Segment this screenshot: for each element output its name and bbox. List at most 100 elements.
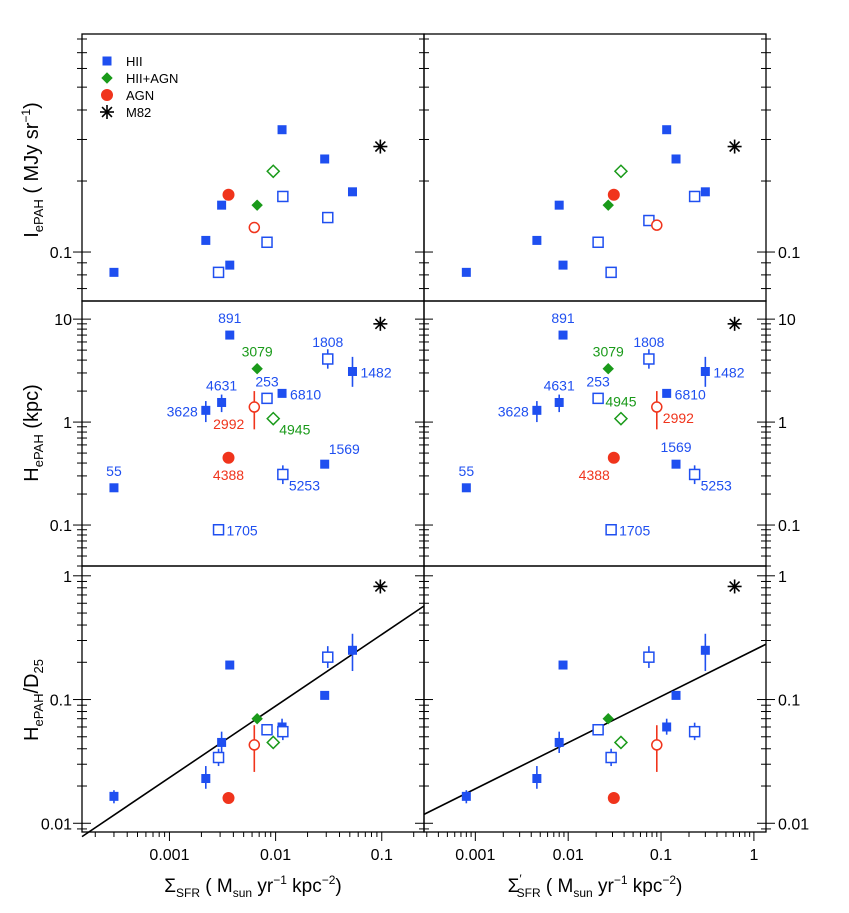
data-point bbox=[607, 792, 620, 805]
galaxy-label: 1808 bbox=[312, 334, 343, 350]
data-point bbox=[592, 392, 604, 405]
y-tick-label: 1 bbox=[778, 415, 787, 432]
legend-label: HII bbox=[126, 54, 143, 69]
data-point bbox=[251, 362, 263, 375]
x-label-left: ΣSFR ( Msun yr−1 kpc−2) bbox=[164, 873, 342, 900]
data-point bbox=[651, 401, 663, 413]
galaxy-label: 1705 bbox=[619, 523, 650, 539]
panel-bottom-right bbox=[423, 579, 767, 816]
panels: 0.1 0.1 1 10 0.001 0.01 0.1 0.01 0.1 1 0.001 0.01 0.… bbox=[41, 33, 809, 864]
x-tick-label: 0.1 bbox=[650, 847, 672, 864]
y-tick-label: 0.1 bbox=[778, 693, 800, 710]
data-point bbox=[347, 645, 357, 655]
x-tick-label: 0.01 bbox=[260, 847, 291, 864]
data-point bbox=[532, 405, 542, 415]
data-point bbox=[592, 723, 604, 736]
galaxy-label: 253 bbox=[586, 373, 610, 389]
galaxy-label: 1808 bbox=[633, 334, 664, 350]
data-point bbox=[558, 660, 568, 670]
data-point bbox=[602, 199, 614, 211]
x-label-right: Σ′SFR ( Msun yr−1 kpc−2) bbox=[508, 872, 683, 900]
x-tick-label: 0.001 bbox=[455, 847, 495, 864]
y-tick-label: 10 bbox=[54, 312, 72, 329]
data-point bbox=[109, 267, 119, 277]
data-point bbox=[277, 388, 287, 398]
legend-marker bbox=[101, 72, 113, 84]
data-point bbox=[373, 316, 388, 331]
data-point bbox=[212, 523, 225, 536]
data-point bbox=[217, 737, 227, 747]
data-point bbox=[532, 235, 542, 245]
data-point bbox=[251, 199, 263, 211]
data-point bbox=[217, 397, 227, 407]
galaxy-label: 55 bbox=[459, 463, 475, 479]
data-point bbox=[373, 579, 388, 594]
data-point bbox=[558, 260, 568, 270]
galaxy-label: 891 bbox=[551, 310, 575, 326]
galaxy-label: 1705 bbox=[227, 523, 258, 539]
galaxy-label: 4631 bbox=[544, 377, 575, 393]
y-tick-label: 0.01 bbox=[41, 816, 72, 833]
y-label-mid: HePAH (kpc) bbox=[21, 384, 46, 481]
data-point bbox=[727, 139, 742, 154]
data-point bbox=[700, 645, 710, 655]
galaxy-label: 2992 bbox=[213, 416, 244, 432]
data-point bbox=[266, 164, 281, 179]
data-point bbox=[554, 737, 564, 747]
data-point bbox=[277, 125, 287, 135]
data-point bbox=[662, 722, 672, 732]
data-point bbox=[212, 266, 225, 279]
data-point bbox=[643, 651, 655, 663]
data-point bbox=[554, 200, 564, 210]
galaxy-label: 3628 bbox=[498, 403, 529, 419]
data-point bbox=[277, 190, 289, 203]
y-tick-label: 0.1 bbox=[50, 245, 72, 262]
data-point bbox=[222, 451, 235, 464]
x-tick-label: 0.1 bbox=[371, 847, 393, 864]
galaxy-label: 1569 bbox=[660, 439, 691, 455]
panel-bottom-left bbox=[81, 579, 425, 838]
data-point bbox=[671, 459, 681, 469]
galaxy-label: 55 bbox=[106, 463, 122, 479]
galaxy-label: 1569 bbox=[329, 441, 360, 457]
panel-top-left bbox=[109, 125, 388, 279]
y-label-bot: HePAH/D25 bbox=[21, 659, 46, 741]
data-point bbox=[643, 353, 655, 365]
data-point bbox=[248, 401, 261, 413]
galaxy-label: 3628 bbox=[167, 403, 198, 419]
data-point bbox=[225, 260, 235, 270]
panel-top-right bbox=[461, 125, 742, 279]
legend-label: HII+AGN bbox=[126, 71, 178, 86]
data-point bbox=[109, 483, 119, 493]
y-tick-label: 0.1 bbox=[50, 693, 72, 710]
data-point bbox=[217, 200, 227, 210]
galaxy-label: 4388 bbox=[579, 467, 610, 483]
data-point bbox=[602, 712, 614, 725]
x-tick-label: 1 bbox=[749, 847, 758, 864]
data-point bbox=[320, 459, 330, 469]
data-point bbox=[671, 690, 681, 700]
y-tick-label: 0.1 bbox=[50, 518, 72, 535]
data-point bbox=[700, 366, 710, 376]
galaxy-label: 1482 bbox=[713, 364, 744, 380]
data-point bbox=[554, 397, 564, 407]
data-point bbox=[662, 388, 672, 398]
y-tick-label: 0.1 bbox=[778, 518, 800, 535]
data-point bbox=[605, 523, 617, 536]
galaxy-label: 4945 bbox=[605, 394, 636, 410]
panel-middle-left: 5536284631891681015691482170525352531808… bbox=[106, 310, 392, 539]
data-point bbox=[277, 468, 289, 481]
data-point bbox=[461, 267, 471, 277]
data-point bbox=[322, 651, 334, 663]
data-point bbox=[558, 330, 568, 340]
data-point bbox=[320, 154, 330, 164]
data-point bbox=[602, 362, 614, 375]
data-point bbox=[605, 266, 617, 279]
panel-middle-right: 5536284631891681015691482170525352531808… bbox=[459, 310, 745, 539]
y-tick-label: 0.01 bbox=[778, 816, 809, 833]
data-point bbox=[700, 187, 710, 197]
x-tick-label: 0.001 bbox=[149, 847, 189, 864]
data-point bbox=[662, 125, 672, 135]
